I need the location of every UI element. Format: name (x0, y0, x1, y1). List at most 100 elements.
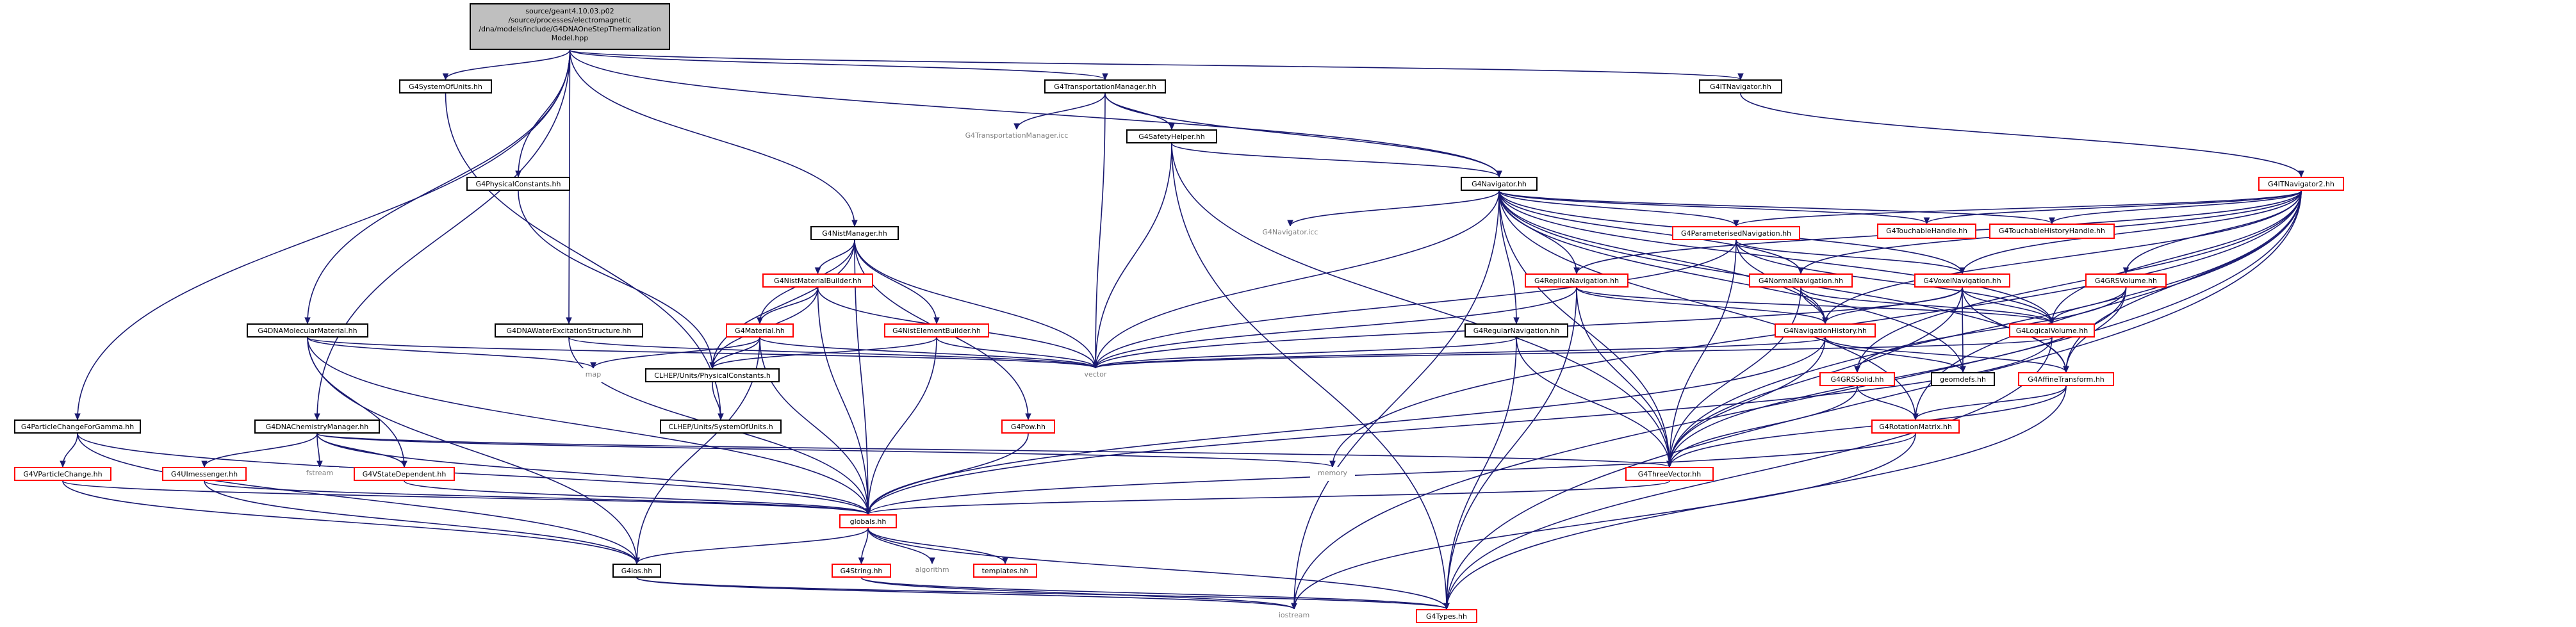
edge-G4NormalNavigation_hh-to-G4LogicalVolume_hh (1800, 287, 2053, 324)
arrowhead-globals_hh-to-G4ios_hh (634, 557, 640, 565)
arrowhead-G4String_hh-to-iostream (1291, 603, 1297, 610)
edge-G4RegularNavigation_hh-to-G4ThreeVector_hh (1516, 337, 1670, 468)
node-g4touchablehistoryhandle-hh[interactable]: G4TouchableHistoryHandle.hh (1989, 224, 2115, 239)
arrowhead-G4LogicalVolume_hh-to-vector (1092, 362, 1099, 370)
arrowhead-G4GRSVolume_hh-to-G4GRSSolid_hh (1854, 366, 1860, 373)
node-g4grssolid-hh[interactable]: G4GRSSolid.hh (1819, 372, 1895, 386)
node-g4physicalconstants-hh[interactable]: G4PhysicalConstants.hh (466, 177, 570, 191)
node-g4parameterisednavigation-hh[interactable]: G4ParameterisedNavigation.hh (1672, 226, 1800, 240)
edge-G4Navigator_hh-to-geomdefs_hh (1498, 190, 1964, 373)
arrowhead-G4ITNavigator2_hh-to-G4TouchableHandle_hh (1923, 217, 1930, 225)
edge-G4VParticleChange_hh-to-globals_hh (62, 480, 869, 515)
edge-G4DNAWaterExcitationStructure_hh-to-vector (568, 337, 1096, 369)
node-g4material-hh[interactable]: G4Material.hh (726, 323, 794, 338)
arrowhead-root-to-G4DNAWaterExcitationStructure_hh (566, 317, 572, 325)
arrowhead-G4NistManager_hh-to-G4Pow_hh (1025, 413, 1031, 421)
arrowhead-G4Navigator_hh-to-G4RegularNavigation_hh (1513, 317, 1520, 325)
edge-G4LogicalVolume_hh-to-vector (1095, 337, 2053, 369)
edge-G4NavigationHistory_hh-to-G4ThreeVector_hh (1669, 337, 1826, 468)
node-templates-hh[interactable]: templates.hh (973, 564, 1037, 578)
node-clhep-physicalconstants-h[interactable]: CLHEP/Units/PhysicalConstants.h (645, 368, 780, 382)
node-g4grsvolume-hh[interactable]: G4GRSVolume.hh (2085, 273, 2167, 288)
edge-G4UImessenger_hh-to-G4ios_hh (204, 480, 637, 564)
edge-root-to-G4PhysicalConstants_hh (518, 49, 571, 177)
root-path-line-1: source/geant4.10.03.p02 (525, 7, 614, 15)
node-g4navigator-icc: G4Navigator.icc (1254, 226, 1326, 240)
node-g4string-hh[interactable]: G4String.hh (832, 564, 891, 578)
arrowhead-G4DNAChemistryManager_hh-to-fstream (316, 460, 323, 468)
arrowhead-G4ITNavigator2_hh-to-G4ReplicaNavigation_hh (1573, 267, 1580, 275)
node-g4uimessenger-hh[interactable]: G4UImessenger.hh (162, 467, 247, 481)
arrowhead-G4ITNavigator2_hh-to-G4TouchableHistoryHandle_hh (2049, 217, 2055, 225)
edge-G4ITNavigator2_hh-to-G4VoxelNavigation_hh (1962, 190, 2302, 274)
edge-G4ParameterisedNavigation_hh-to-vector (1095, 240, 1737, 369)
node-globals-hh[interactable]: globals.hh (839, 514, 897, 528)
node-algorithm: algorithm (908, 564, 956, 578)
arrowhead-G4DNAChemistryManager_hh-to-memory (1329, 460, 1336, 468)
node-g4safetyhelper-hh[interactable]: G4SafetyHelper.hh (1126, 129, 1217, 143)
node-g4logicalvolume-hh[interactable]: G4LogicalVolume.hh (2009, 323, 2095, 338)
arrowhead-G4TransportationManager_hh-to-G4TransportationManager_icc (1013, 123, 1020, 131)
node-g4dnawaterexcitationstructure-hh[interactable]: G4DNAWaterExcitationStructure.hh (495, 323, 643, 338)
edge-G4TransportationManager_hh-to-G4Navigator_hh (1104, 93, 1500, 177)
arrowhead-G4DNAChemistryManager_hh-to-G4VStateDependent_hh (401, 460, 407, 468)
edge-G4NistManager_hh-to-G4NistElementBuilder_hh (854, 240, 937, 324)
node-g4rotationmatrix-hh[interactable]: G4RotationMatrix.hh (1871, 419, 1960, 434)
arrowhead-globals_hh-to-G4String_hh (858, 557, 865, 565)
arrowhead-G4Navigator_hh-to-G4Navigator_icc (1287, 220, 1293, 227)
node-g4nistelementbuilder-hh[interactable]: G4NistElementBuilder.hh (884, 323, 989, 338)
edge-root-to-G4DNAChemistryManager_hh (316, 49, 571, 420)
arrowhead-G4DNAChemistryManager_hh-to-G4UImessenger_hh (201, 460, 208, 468)
edge-G4Navigator_hh-to-G4RegularNavigation_hh (1498, 190, 1517, 324)
node-memory: memory (1310, 467, 1355, 481)
edge-G4ReplicaNavigation_hh-to-G4ThreeVector_hh (1576, 287, 1670, 468)
node-g4vstatedependent-hh[interactable]: G4VStateDependent.hh (354, 467, 455, 481)
edge-G4SafetyHelper_hh-to-G4ThreeVector_hh (1171, 143, 1670, 468)
node-g4itnavigator-hh[interactable]: G4ITNavigator.hh (1699, 79, 1782, 94)
edge-G4LogicalVolume_hh-to-G4Types_hh (1446, 337, 2053, 610)
arrowhead-root-to-G4TransportationManager_hh (1102, 73, 1108, 81)
node-g4vparticlechange-hh[interactable]: G4VParticleChange.hh (14, 467, 111, 481)
edge-G4NormalNavigation_hh-to-G4ThreeVector_hh (1669, 287, 1801, 468)
edge-G4SafetyHelper_hh-to-G4Navigator_hh (1171, 143, 1500, 177)
node-g4replicanavigation-hh[interactable]: G4ReplicaNavigation.hh (1525, 273, 1628, 288)
node-g4navigator-hh[interactable]: G4Navigator.hh (1461, 177, 1538, 191)
root-path-line-3: /dna/models/include/G4DNAOneStepThermali… (479, 25, 661, 33)
edge-G4NistManager_hh-to-vector (854, 240, 1096, 369)
node-geomdefs-hh[interactable]: geomdefs.hh (1931, 372, 1995, 386)
node-g4nistmanager-hh[interactable]: G4NistManager.hh (810, 226, 899, 240)
node-g4navigationhistory-hh[interactable]: G4NavigationHistory.hh (1775, 323, 1876, 338)
edge-G4ParticleChangeForGamma_hh-to-G4ios_hh (77, 433, 637, 564)
edge-G4GRSVolume_hh-to-G4AffineTransform_hh (2065, 287, 2127, 373)
node-g4systemofunits-hh[interactable]: G4SystemOfUnits.hh (399, 79, 492, 94)
arrowhead-G4VoxelNavigation_hh-to-G4NavigationHistory_hh (1822, 317, 1828, 325)
node-g4voxelnavigation-hh[interactable]: G4VoxelNavigation.hh (1914, 273, 2010, 288)
node-g4transportationmanager-hh[interactable]: G4TransportationManager.hh (1044, 79, 1166, 94)
node-g4nistmaterialbuilder-hh[interactable]: G4NistMaterialBuilder.hh (762, 273, 873, 288)
node-g4particlechangeforgamma-hh[interactable]: G4ParticleChangeForGamma.hh (14, 419, 141, 434)
edge-G4PhysicalConstants_hh-to-CLHEP_PhysicalConstants_h (518, 190, 713, 369)
node-g4touchablehandle-hh[interactable]: G4TouchableHandle.hh (1877, 224, 1976, 239)
edge-G4ParameterisedNavigation_hh-to-G4VoxelNavigation_hh (1735, 240, 1963, 274)
arrowhead-G4NistManager_hh-to-G4NistMaterialBuilder_hh (814, 267, 821, 275)
node-map: map (577, 368, 609, 382)
node-g4threevector-hh[interactable]: G4ThreeVector.hh (1625, 467, 1714, 481)
node-g4normalnavigation-hh[interactable]: G4NormalNavigation.hh (1749, 273, 1853, 288)
node-clhep-systemofunits-h[interactable]: CLHEP/Units/SystemOfUnits.h (660, 419, 782, 434)
node-g4affinetransform-hh[interactable]: G4AffineTransform.hh (2018, 372, 2114, 386)
edge-G4RegularNavigation_hh-to-vector (1095, 337, 1517, 369)
edge-G4NistManager_hh-to-globals_hh (854, 240, 869, 515)
edge-G4NavigationHistory_hh-to-vector (1095, 337, 1826, 369)
edge-G4ReplicaNavigation_hh-to-G4Types_hh (1446, 287, 1577, 610)
node-g4regularnavigation-hh[interactable]: G4RegularNavigation.hh (1464, 323, 1568, 338)
arrowhead-G4ParameterisedNavigation_hh-to-G4VoxelNavigation_hh (1959, 267, 1965, 275)
node-g4itnavigator2-hh[interactable]: G4ITNavigator2.hh (2258, 177, 2344, 191)
node-g4types-hh[interactable]: G4Types.hh (1416, 609, 1477, 623)
node-g4ios-hh[interactable]: G4ios.hh (612, 564, 661, 578)
node-g4dnamolecularmaterial-hh[interactable]: G4DNAMolecularMaterial.hh (247, 323, 368, 338)
arrowhead-G4ThreeVector_hh-to-globals_hh (865, 508, 871, 516)
node-g4dnachemistrymanager-hh[interactable]: G4DNAChemistryManager.hh (254, 419, 380, 434)
arrowhead-G4NistMaterialBuilder_hh-to-G4Material_hh (757, 317, 763, 325)
node-vector: vector (1075, 368, 1116, 382)
node-g4pow-hh[interactable]: G4Pow.hh (1001, 419, 1055, 434)
